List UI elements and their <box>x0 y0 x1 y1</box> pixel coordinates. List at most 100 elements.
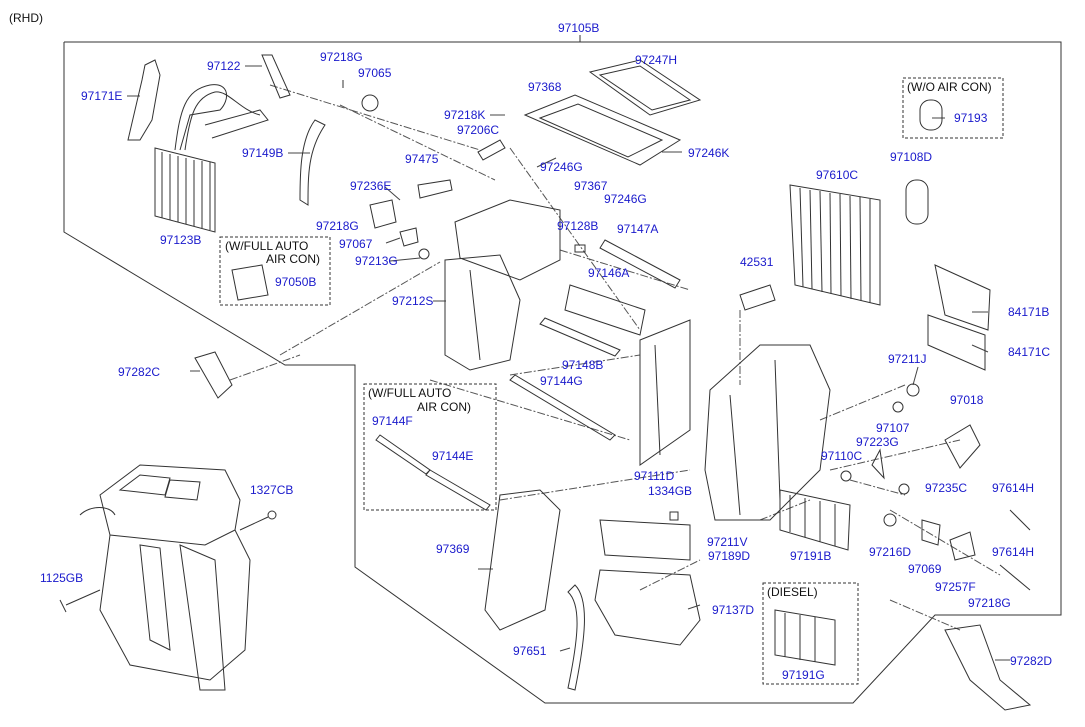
part-42531[interactable]: 42531 <box>740 255 774 269</box>
part-97110C[interactable]: 97110C <box>821 449 863 463</box>
part-97018[interactable]: 97018 <box>950 393 984 407</box>
part-97144G[interactable]: 97144G <box>540 374 583 388</box>
part-97211V[interactable]: 97211V <box>707 535 748 549</box>
hose-97149B-shape <box>299 119 326 206</box>
part-97218K[interactable]: 97218K <box>444 108 486 122</box>
part-97614H-b[interactable]: 97614H <box>992 545 1035 559</box>
part-97108D[interactable]: 97108D <box>890 150 933 164</box>
part-97246G-a[interactable]: 97246G <box>540 160 583 174</box>
part-97128B[interactable]: 97128B <box>557 219 599 233</box>
tray-97189D-shape <box>599 519 691 561</box>
door-97146A-shape <box>564 284 646 336</box>
part-97211J[interactable]: 97211J <box>888 352 927 366</box>
part-97107[interactable]: 97107 <box>876 421 910 435</box>
part-97189D[interactable]: 97189D <box>708 549 751 563</box>
insulation-84171C-shape <box>927 314 986 371</box>
part-97610C[interactable]: 97610C <box>816 168 859 182</box>
part-97171E[interactable]: 97171E <box>81 89 123 103</box>
part-97368[interactable]: 97368 <box>528 80 562 94</box>
part-97144E[interactable]: 97144E <box>432 449 474 463</box>
part-97149B[interactable]: 97149B <box>242 146 284 160</box>
bolt-1327CB-shape <box>267 510 277 520</box>
part-97111D[interactable]: 97111D <box>634 469 675 483</box>
part-97282C[interactable]: 97282C <box>118 365 161 379</box>
heater-97191B-shape <box>779 489 851 551</box>
part-97651[interactable]: 97651 <box>513 644 547 658</box>
note-full-auto-2b: AIR CON) <box>417 400 471 414</box>
part-97216D[interactable]: 97216D <box>869 545 912 559</box>
note-diesel: (DIESEL) <box>767 585 818 599</box>
sensor-97614H-b-shape <box>999 564 1031 591</box>
part-97369[interactable]: 97369 <box>436 542 470 556</box>
upper-case-shape <box>454 199 561 281</box>
pipe-97122-shape <box>261 54 291 99</box>
heater-pipes-shape <box>174 84 228 151</box>
assembly-outline <box>63 41 1062 704</box>
note-full-auto-1b: AIR CON) <box>266 252 320 266</box>
part-97146A[interactable]: 97146A <box>588 266 630 280</box>
part-97050B[interactable]: 97050B <box>275 275 317 289</box>
variant-label: (RHD) <box>9 11 43 25</box>
part-1327CB[interactable]: 1327CB <box>250 483 294 497</box>
part-97246K[interactable]: 97246K <box>688 146 730 160</box>
bracket-97171E-shape <box>127 59 161 141</box>
motor-97018-shape <box>944 424 981 469</box>
heater-core-97123B-shape <box>154 147 216 233</box>
part-97475[interactable]: 97475 <box>405 152 439 166</box>
part-97067[interactable]: 97067 <box>339 237 373 251</box>
bracket-42531-shape <box>739 284 776 311</box>
part-97218G-a[interactable]: 97218G <box>320 50 363 64</box>
actuator-97050B-shape <box>231 264 269 301</box>
part-97105B[interactable]: 97105B <box>558 21 600 35</box>
part-97223G[interactable]: 97223G <box>856 435 899 449</box>
part-97148B[interactable]: 97148B <box>562 358 604 372</box>
clip-97235C-shape <box>898 483 910 495</box>
part-97213G[interactable]: 97213G <box>355 254 398 268</box>
part-97123B[interactable]: 97123B <box>160 233 202 247</box>
part-97236E[interactable]: 97236E <box>350 179 392 193</box>
part-1125GB[interactable]: 1125GB <box>40 571 84 585</box>
part-97212S[interactable]: 97212S <box>392 294 434 308</box>
heater-97191G-shape <box>774 609 836 666</box>
part-97282D[interactable]: 97282D <box>1010 654 1053 668</box>
hvac-assembly-shape <box>65 464 269 691</box>
part-97206C[interactable]: 97206C <box>457 123 500 137</box>
note-wo-air-con: (W/O AIR CON) <box>907 80 992 94</box>
part-97367[interactable]: 97367 <box>574 179 608 193</box>
sensor-97614H-a-shape <box>1009 509 1031 531</box>
part-97246G-b[interactable]: 97246G <box>604 192 647 206</box>
part-97247H[interactable]: 97247H <box>635 53 678 67</box>
part-97235C[interactable]: 97235C <box>925 481 968 495</box>
seal-97193-shape <box>919 99 943 131</box>
part-97193[interactable]: 97193 <box>954 111 988 125</box>
part-97147A[interactable]: 97147A <box>617 222 659 236</box>
clip-97067-shape <box>399 227 419 247</box>
full-auto-box-2 <box>363 383 497 511</box>
part-97137D[interactable]: 97137D <box>712 603 755 617</box>
evaporator-97610C-shape <box>789 184 881 306</box>
part-97122[interactable]: 97122 <box>207 59 241 73</box>
part-97144F[interactable]: 97144F <box>372 414 413 428</box>
actuator-97257F-shape <box>949 531 976 561</box>
case-97212S-shape <box>444 254 521 371</box>
door-97144F-shape <box>375 434 431 475</box>
case-97111D-shape <box>639 319 691 466</box>
part-97218G-b[interactable]: 97218G <box>316 219 359 233</box>
part-97191G[interactable]: 97191G <box>782 668 825 682</box>
part-1334GB[interactable]: 1334GB <box>648 484 693 498</box>
note-full-auto-2a: (W/FULL AUTO <box>368 386 452 400</box>
part-97257F[interactable]: 97257F <box>935 580 976 594</box>
part-97191B[interactable]: 97191B <box>790 549 832 563</box>
part-97065[interactable]: 97065 <box>358 66 392 80</box>
filter-frames-shape <box>523 59 702 166</box>
part-97069[interactable]: 97069 <box>908 562 942 576</box>
part-84171B[interactable]: 84171B <box>1008 305 1050 319</box>
clip-97110C-shape <box>840 470 852 482</box>
part-97614H-a[interactable]: 97614H <box>992 481 1035 495</box>
duct-97282D-shape <box>944 624 1032 711</box>
wo-air-con-box <box>902 77 1004 139</box>
insulation-84171B-shape <box>934 264 991 331</box>
part-84171C[interactable]: 84171C <box>1008 345 1051 359</box>
part-97218G-c[interactable]: 97218G <box>968 596 1011 610</box>
